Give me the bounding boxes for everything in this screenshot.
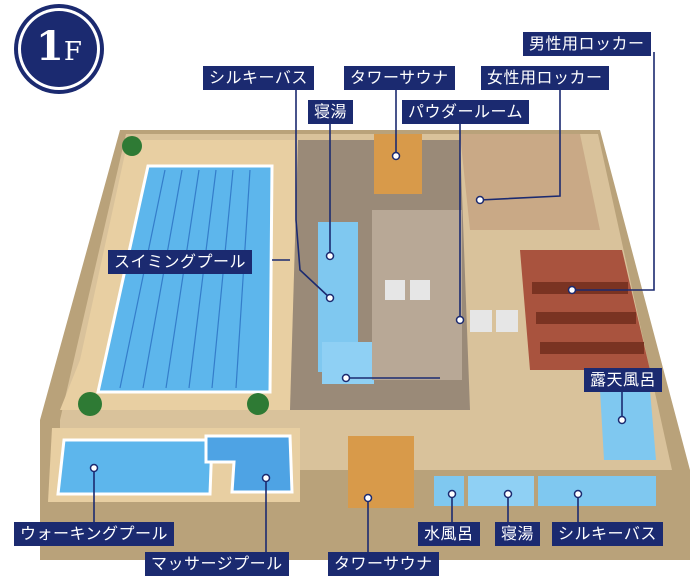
label-swimming-pool: スイミングプール <box>108 250 253 274</box>
leader-dots <box>89 151 627 503</box>
leader-lines <box>93 52 655 552</box>
walking-pool <box>56 438 214 496</box>
label-walking-pool: ウォーキングプール <box>14 522 175 546</box>
floor-badge: 1F <box>18 8 100 90</box>
pool-lane-lines <box>119 169 251 389</box>
label-powder-room: パウダールーム <box>402 100 530 124</box>
label-silky-bath-top: シルキーバス <box>203 66 314 90</box>
label-silky-bath-bottom: シルキーバス <box>552 522 663 546</box>
label-massage-pool: マッサージプール <box>145 552 289 576</box>
massage-pool <box>204 434 294 494</box>
label-mizuburo: 水風呂 <box>418 522 480 546</box>
tower-sauna-bottom <box>348 436 414 508</box>
women-locker <box>460 134 600 230</box>
label-men-locker: 男性用ロッカー <box>523 32 651 56</box>
powder-mirrors <box>385 280 518 332</box>
rotenburo <box>600 390 656 460</box>
label-nebuyu-bottom: 寝湯 <box>495 522 541 546</box>
decorative-trees <box>78 136 269 416</box>
label-rotenburo: 露天風呂 <box>584 368 663 392</box>
men-locker <box>520 250 650 370</box>
label-tower-sauna-bottom: タワーサウナ <box>328 552 439 576</box>
tower-sauna-top <box>374 134 422 194</box>
label-nebuyu-top: 寝湯 <box>308 100 354 124</box>
label-tower-sauna-top: タワーサウナ <box>344 66 455 90</box>
label-women-locker: 女性用ロッカー <box>481 66 609 90</box>
floor-number: 1F <box>36 23 82 70</box>
nebuyu-bottom <box>468 476 534 506</box>
silky-bath-bottom <box>538 476 656 506</box>
men-locker-benches <box>532 282 644 354</box>
